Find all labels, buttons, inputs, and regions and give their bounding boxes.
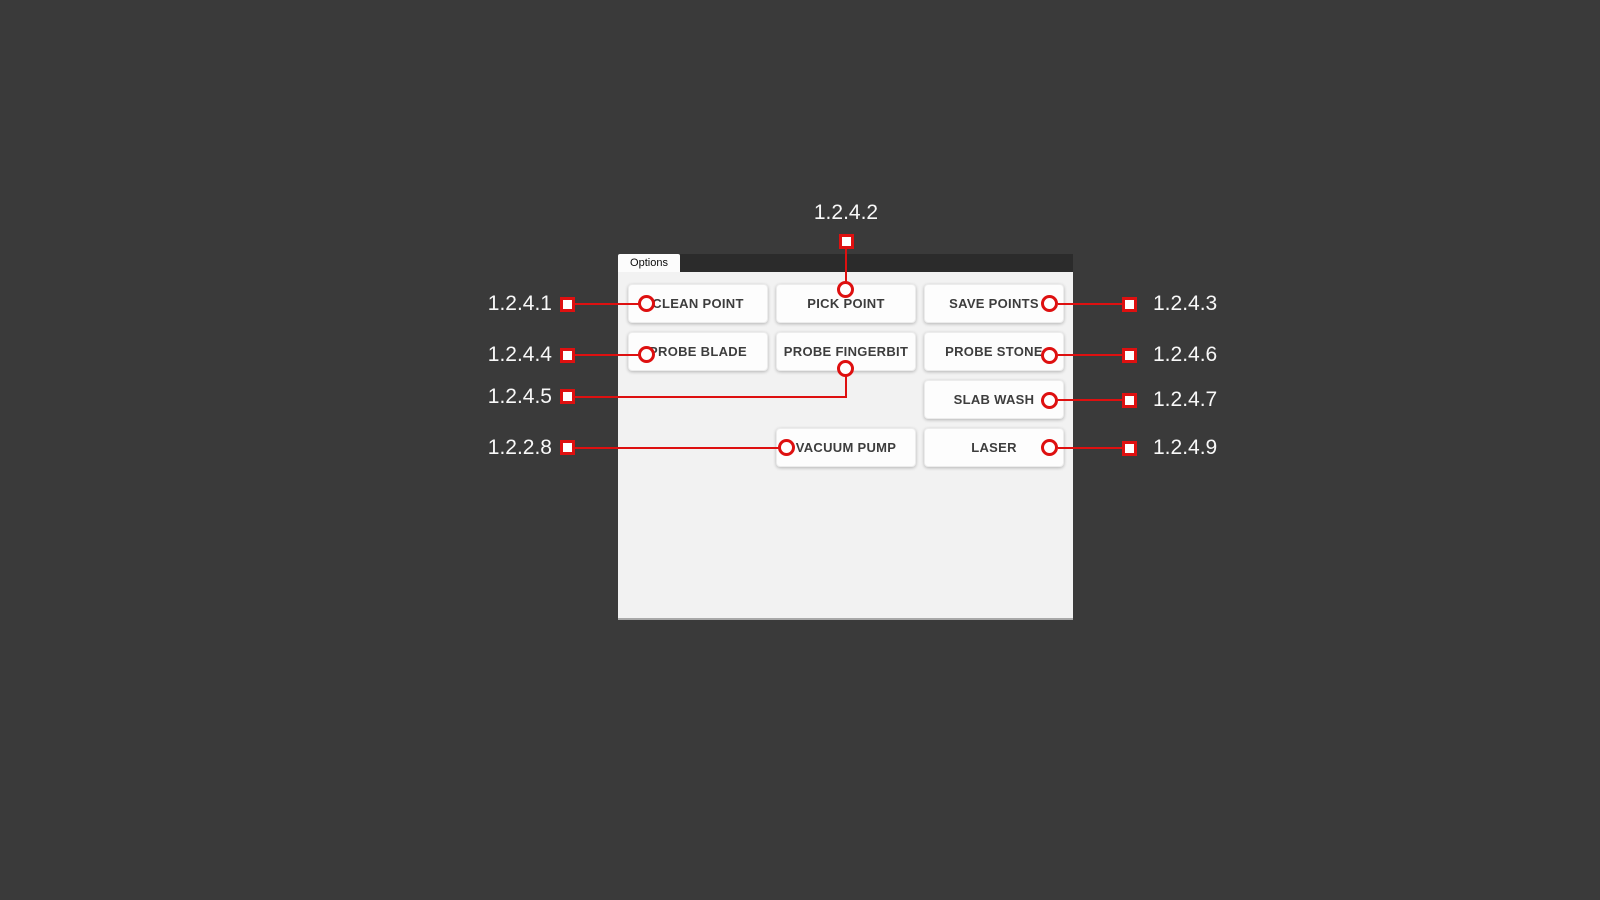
callout-line [845, 249, 847, 289]
button-vacuum-pump[interactable]: VACUUM PUMP [776, 428, 916, 467]
tab-bar [680, 254, 1073, 272]
callout-circle-marker [638, 295, 655, 312]
callout-line [574, 447, 780, 449]
callout-circle-marker [1041, 347, 1058, 364]
callout-label: 1.2.4.5 [487, 385, 552, 408]
callout-square-marker [1122, 441, 1137, 456]
callout-square-marker [560, 348, 575, 363]
callout-circle-marker [1041, 439, 1058, 456]
tab-options[interactable]: Options [618, 254, 680, 272]
callout-square-marker [1122, 393, 1137, 408]
callout-line [1058, 399, 1122, 401]
callout-square-marker [839, 234, 854, 249]
button-probe-fingerbit[interactable]: PROBE FINGERBIT [776, 332, 916, 371]
callout-circle-marker [837, 360, 854, 377]
callout-label: 1.2.4.4 [487, 343, 552, 366]
callout-square-marker [560, 440, 575, 455]
button-probe-stone[interactable]: PROBE STONE [924, 332, 1064, 371]
callout-square-marker [1122, 297, 1137, 312]
button-slab-wash[interactable]: SLAB WASH [924, 380, 1064, 419]
callout-line [574, 354, 640, 356]
callout-square-marker [1122, 348, 1137, 363]
callout-label: 1.2.4.6 [1153, 343, 1218, 366]
callout-label: 1.2.2.8 [487, 436, 552, 459]
callout-line [574, 396, 847, 398]
callout-circle-marker [1041, 295, 1058, 312]
button-save-points[interactable]: SAVE POINTS [924, 284, 1064, 323]
callout-line [1058, 303, 1122, 305]
callout-circle-marker [778, 439, 795, 456]
callout-circle-marker [638, 346, 655, 363]
callout-circle-marker [837, 281, 854, 298]
callout-label: 1.2.4.2 [813, 201, 879, 224]
callout-square-marker [560, 297, 575, 312]
callout-line [845, 369, 847, 397]
callout-line [1058, 447, 1122, 449]
callout-label: 1.2.4.9 [1153, 436, 1218, 459]
callout-label: 1.2.4.1 [487, 292, 552, 315]
callout-label: 1.2.4.3 [1153, 292, 1218, 315]
callout-label: 1.2.4.7 [1153, 388, 1218, 411]
callout-circle-marker [1041, 392, 1058, 409]
callout-square-marker [560, 389, 575, 404]
callout-line [1058, 354, 1122, 356]
callout-line [574, 303, 640, 305]
button-laser[interactable]: LASER [924, 428, 1064, 467]
